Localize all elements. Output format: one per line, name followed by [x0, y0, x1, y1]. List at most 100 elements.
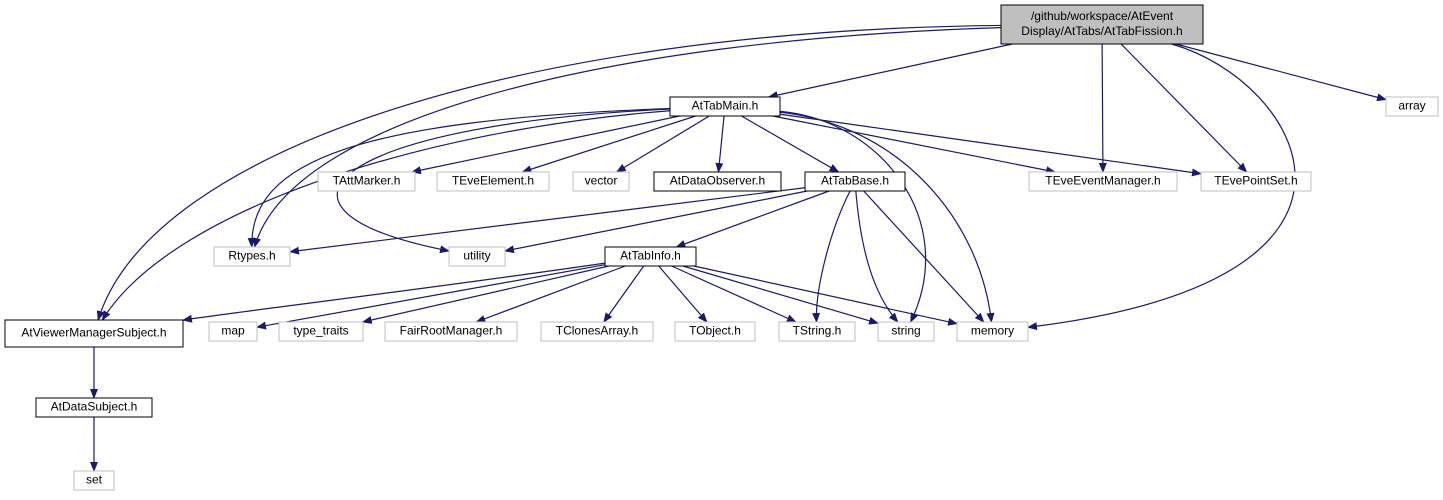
edge-root-to-array — [1175, 43, 1387, 102]
edge-attabinfo-to-tstring — [671, 265, 797, 323]
node-teveeventmanager: TEveEventManager.h — [1028, 171, 1178, 192]
node-box-set — [73, 470, 115, 491]
node-label-attabbase: AtTabBase.h — [821, 174, 889, 188]
node-label-map: map — [221, 324, 245, 338]
edge-root-to-atviewer — [96, 24, 1002, 321]
edge-main-to-atdataobserver — [715, 115, 725, 173]
node-attabbase[interactable]: AtTabBase.h — [804, 171, 906, 192]
node-label-tevepointset: TEvePointSet.h — [1214, 174, 1297, 188]
edge-attabbase-to-rtypes — [289, 187, 806, 255]
node-tstring: TString.h — [778, 321, 856, 342]
node-box-main — [669, 96, 781, 117]
edge-attabinfo-to-string — [682, 265, 879, 325]
node-box-rtypes — [213, 246, 291, 267]
edge-root-to-rtypes — [253, 27, 1002, 248]
edge-attabbase-to-utility — [504, 190, 808, 254]
node-label-atdataobserver: AtDataObserver.h — [670, 174, 765, 188]
edge-main-to-attabbase — [741, 115, 840, 173]
node-root[interactable]: /github/workspace/AtEventDisplay/AtTabs/… — [1000, 4, 1204, 45]
edge-attabinfo-to-fairroot — [475, 265, 626, 323]
node-label-attabinfo: AtTabInfo.h — [620, 249, 681, 263]
node-box-type_traits — [278, 321, 364, 342]
node-label-fairroot: FairRootManager.h — [400, 324, 503, 338]
edge-root-to-main — [767, 43, 1013, 99]
node-label-set: set — [86, 473, 103, 487]
node-box-utility — [448, 246, 506, 267]
edge-main-to-memory — [779, 111, 995, 323]
node-label-string: string — [891, 324, 920, 338]
edge-main-to-vector — [615, 115, 710, 173]
node-label-root-line-1: Display/AtTabs/AtTabFission.h — [1021, 24, 1182, 38]
edge-main-to-utility — [336, 108, 671, 254]
node-box-attabinfo — [604, 246, 697, 267]
node-tobject: TObject.h — [674, 321, 756, 342]
node-atviewer[interactable]: AtViewerManagerSubject.h — [4, 319, 184, 348]
node-utility: utility — [448, 246, 506, 267]
node-box-atviewer — [4, 319, 184, 348]
node-tclones: TClonesArray.h — [540, 321, 654, 342]
node-box-root — [1000, 4, 1204, 45]
node-label-utility: utility — [463, 249, 490, 263]
node-attabinfo[interactable]: AtTabInfo.h — [604, 246, 697, 267]
node-box-map — [208, 321, 258, 342]
edge-attabbase-to-tstring — [812, 190, 851, 323]
edge-main-to-string — [779, 110, 927, 323]
edge-attabinfo-to-tclones — [603, 265, 645, 323]
nodes-layer: /github/workspace/AtEventDisplay/AtTabs/… — [4, 4, 1439, 491]
edge-attabinfo-to-map — [256, 264, 606, 330]
node-label-main: AtTabMain.h — [692, 99, 759, 113]
node-box-teveelement — [436, 171, 550, 192]
node-map: map — [208, 321, 258, 342]
node-array: array — [1385, 96, 1439, 117]
node-box-tstring — [778, 321, 856, 342]
node-tattmarker: TAttMarker.h — [317, 171, 416, 192]
node-main[interactable]: AtTabMain.h — [669, 96, 781, 117]
node-label-array: array — [1398, 99, 1425, 113]
node-box-tclones — [540, 321, 654, 342]
node-type_traits: type_traits — [278, 321, 364, 342]
edge-main-to-rtypes — [247, 107, 671, 248]
edge-main-to-tattmarker — [410, 115, 680, 175]
node-label-teveelement: TEveElement.h — [452, 174, 534, 188]
node-box-atdataobserver — [653, 171, 782, 192]
node-box-tevepointset — [1200, 171, 1312, 192]
node-vector: vector — [572, 171, 630, 192]
node-string: string — [877, 321, 935, 342]
node-label-root-line-0: /github/workspace/AtEvent — [1031, 9, 1174, 23]
edge-attabinfo-to-atviewer — [182, 262, 606, 323]
node-label-type_traits: type_traits — [293, 324, 348, 338]
node-box-string — [877, 321, 935, 342]
node-label-tobject: TObject.h — [689, 324, 741, 338]
node-atdatasubject[interactable]: AtDataSubject.h — [35, 397, 153, 418]
node-memory: memory — [956, 321, 1029, 342]
edge-attabinfo-to-memory — [693, 265, 958, 326]
node-box-tobject — [674, 321, 756, 342]
node-fairroot: FairRootManager.h — [384, 321, 518, 342]
node-box-tattmarker — [317, 171, 416, 192]
node-box-fairroot — [384, 321, 518, 342]
node-box-teveeventmanager — [1028, 171, 1178, 192]
edge-root-to-teveeventmanager — [1098, 43, 1107, 173]
node-teveelement: TEveElement.h — [436, 171, 550, 192]
node-label-teveeventmanager: TEveEventManager.h — [1045, 174, 1160, 188]
node-box-atdatasubject — [35, 397, 153, 418]
node-label-memory: memory — [971, 324, 1014, 338]
node-atdataobserver[interactable]: AtDataObserver.h — [653, 171, 782, 192]
node-label-tstring: TString.h — [793, 324, 842, 338]
node-rtypes: Rtypes.h — [213, 246, 291, 267]
node-label-vector: vector — [585, 174, 618, 188]
node-box-array — [1385, 96, 1439, 117]
node-set: set — [73, 470, 115, 491]
edge-attabbase-to-attabinfo — [675, 190, 830, 248]
edge-main-to-teveelement — [521, 115, 696, 174]
node-box-vector — [572, 171, 630, 192]
edge-attabbase-to-string — [855, 190, 899, 323]
node-label-atviewer: AtViewerManagerSubject.h — [21, 326, 166, 340]
node-label-atdatasubject: AtDataSubject.h — [51, 400, 138, 414]
edge-attabinfo-to-tobject — [658, 265, 708, 323]
node-tevepointset: TEvePointSet.h — [1200, 171, 1312, 192]
node-label-tclones: TClonesArray.h — [556, 324, 638, 338]
edge-root-to-tevepointset — [1120, 43, 1248, 173]
edge-main-to-teveeventmanager — [772, 115, 1057, 175]
